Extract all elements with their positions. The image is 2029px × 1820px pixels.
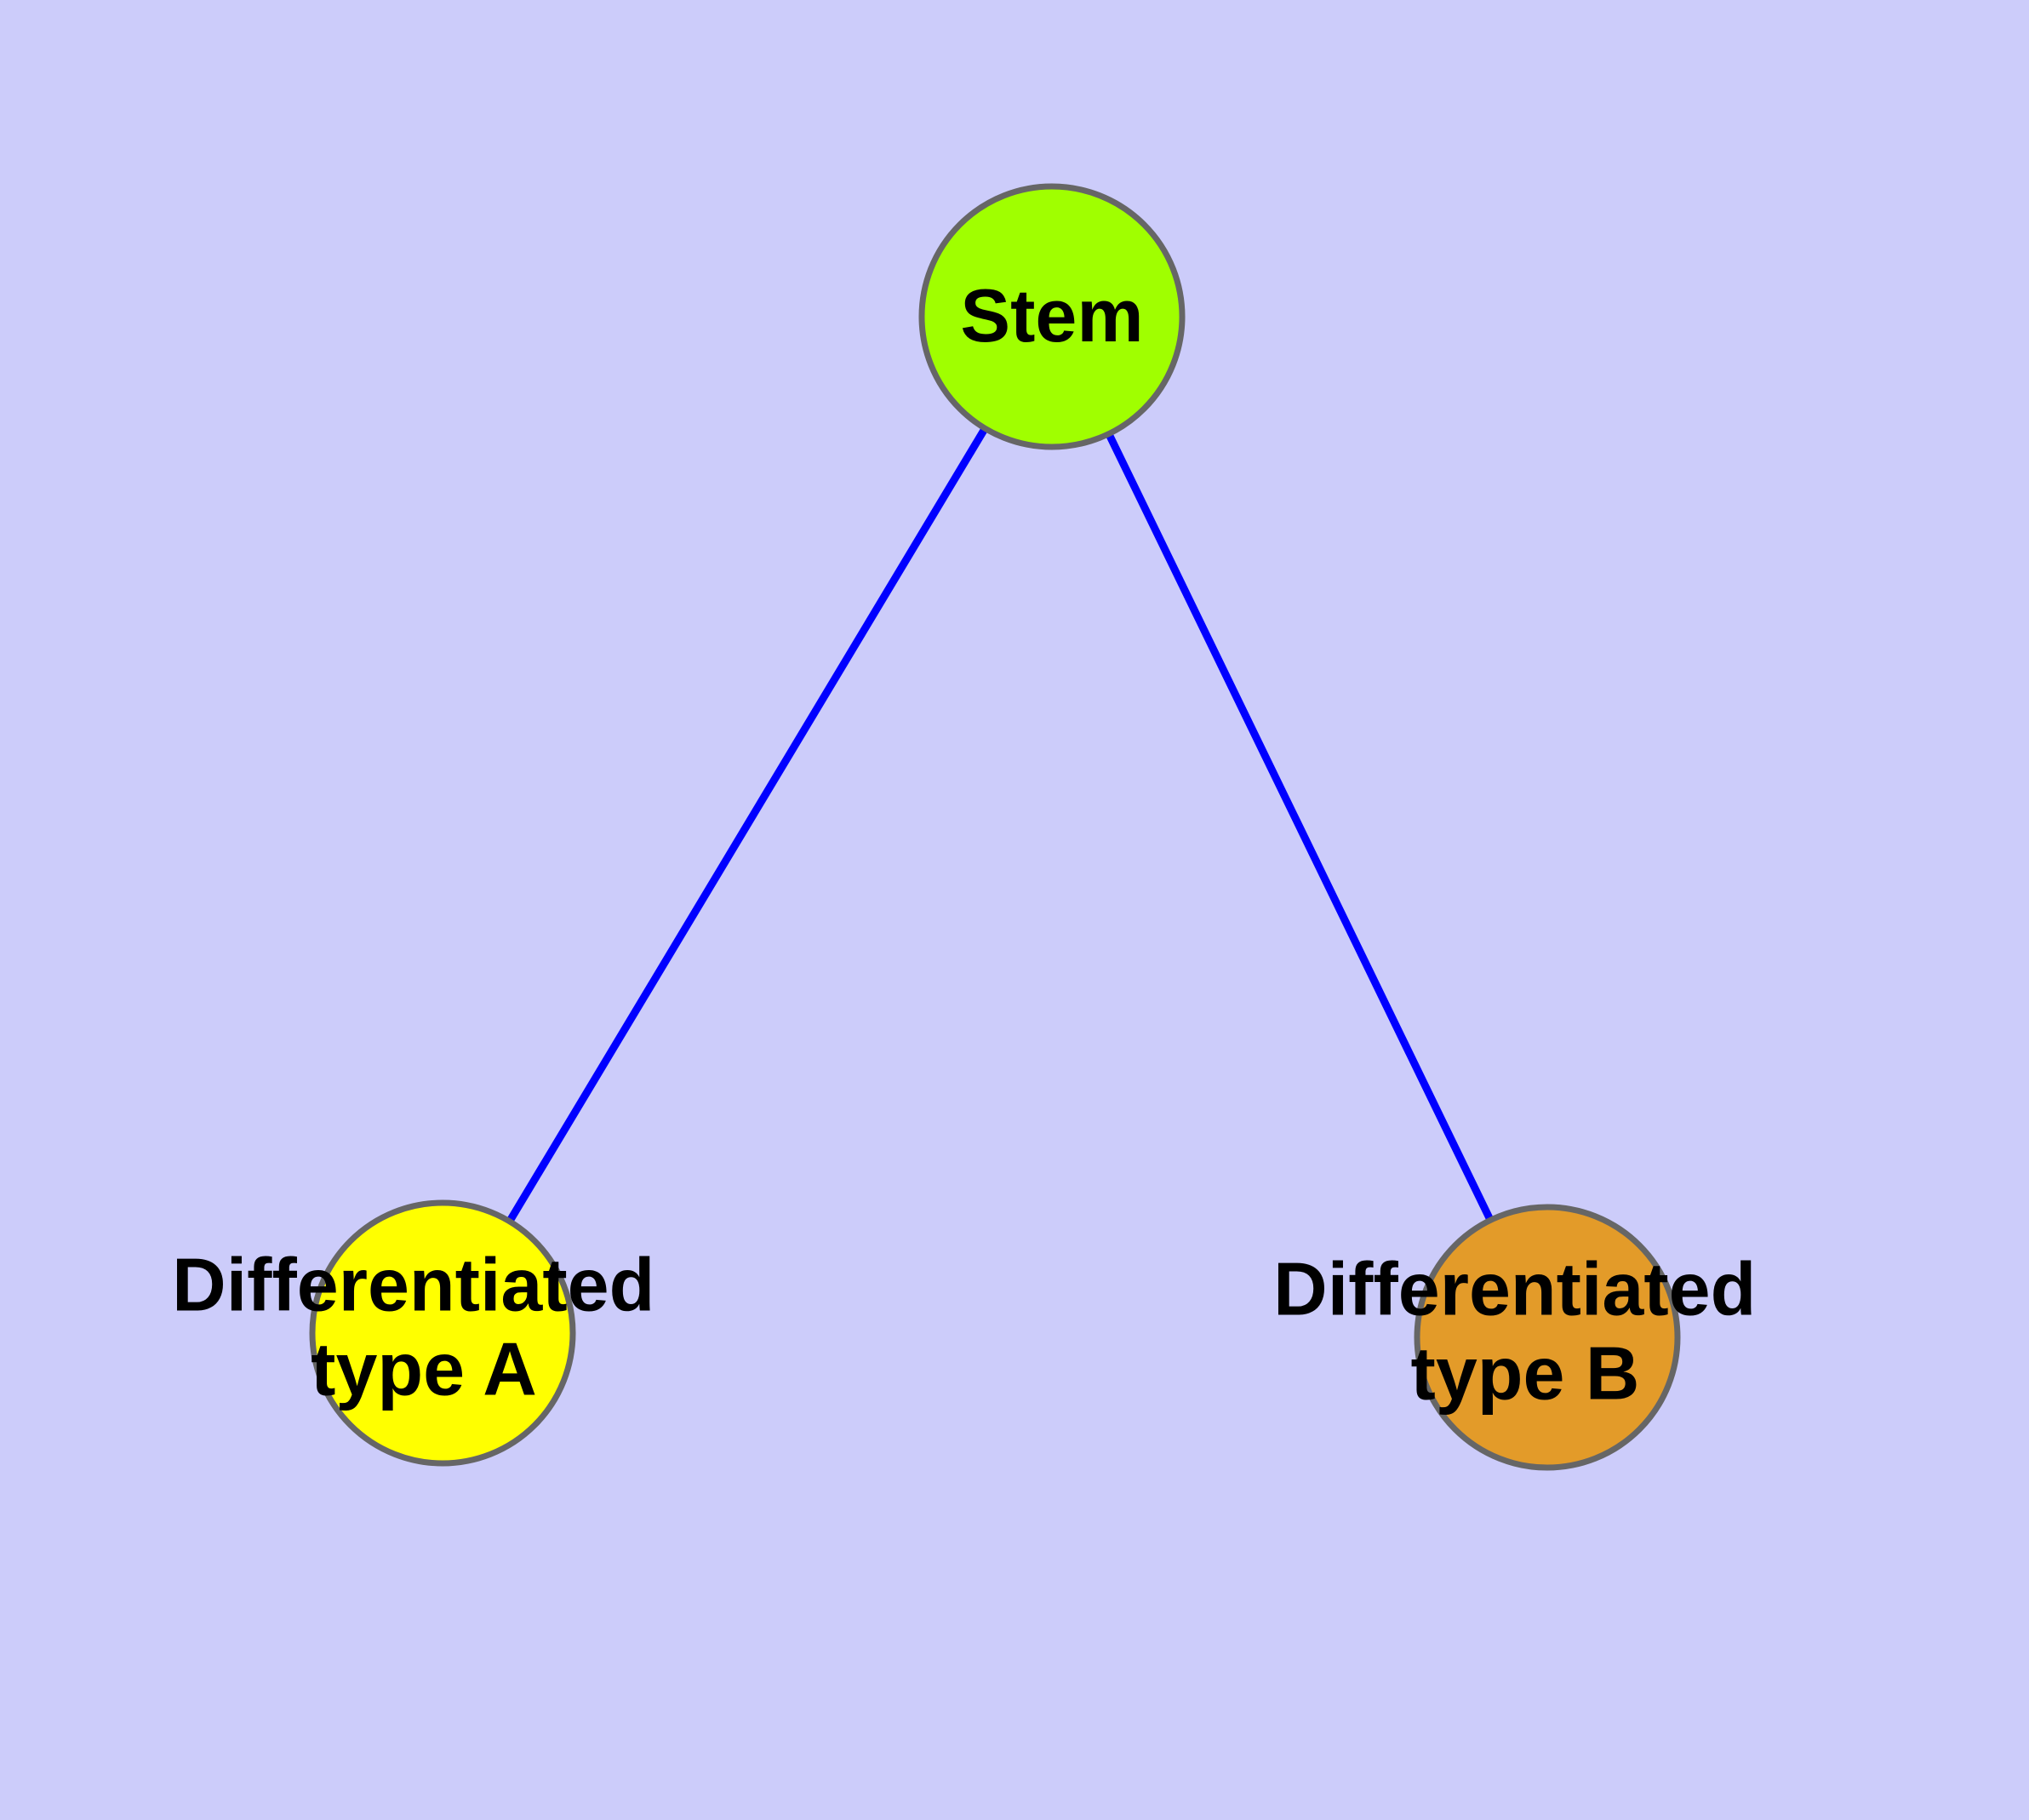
node-layer: Stem Differentiated type A Differentiate… xyxy=(172,183,1777,1471)
node-differentiated-type-a-label: Differentiated type A xyxy=(172,1243,676,1411)
node-differentiated-type-b[interactable]: Differentiated type B xyxy=(1273,1204,1777,1471)
node-differentiated-type-a-label-line-1: Differentiated xyxy=(172,1243,654,1327)
node-differentiated-type-b-circle[interactable] xyxy=(1414,1204,1681,1471)
node-stem-label: Stem xyxy=(960,273,1143,358)
edge-stem-to-diff-a[interactable] xyxy=(439,314,1055,1336)
node-differentiated-type-a[interactable]: Differentiated type A xyxy=(172,1199,676,1467)
edge-layer xyxy=(439,314,1552,1339)
node-differentiated-type-b-label-line-1: Differentiated xyxy=(1273,1247,1756,1331)
node-stem-circle[interactable] xyxy=(918,183,1186,450)
edge-stem-to-diff-b[interactable] xyxy=(1048,315,1552,1339)
node-stem[interactable]: Stem xyxy=(918,183,1186,450)
node-differentiated-type-b-label: Differentiated type B xyxy=(1273,1247,1777,1416)
node-stem-label-line-1: Stem xyxy=(960,273,1143,358)
node-differentiated-type-a-label-line-2: type A xyxy=(311,1327,537,1411)
node-differentiated-type-b-label-line-2: type B xyxy=(1411,1331,1640,1416)
node-differentiated-type-a-circle[interactable] xyxy=(309,1199,576,1467)
